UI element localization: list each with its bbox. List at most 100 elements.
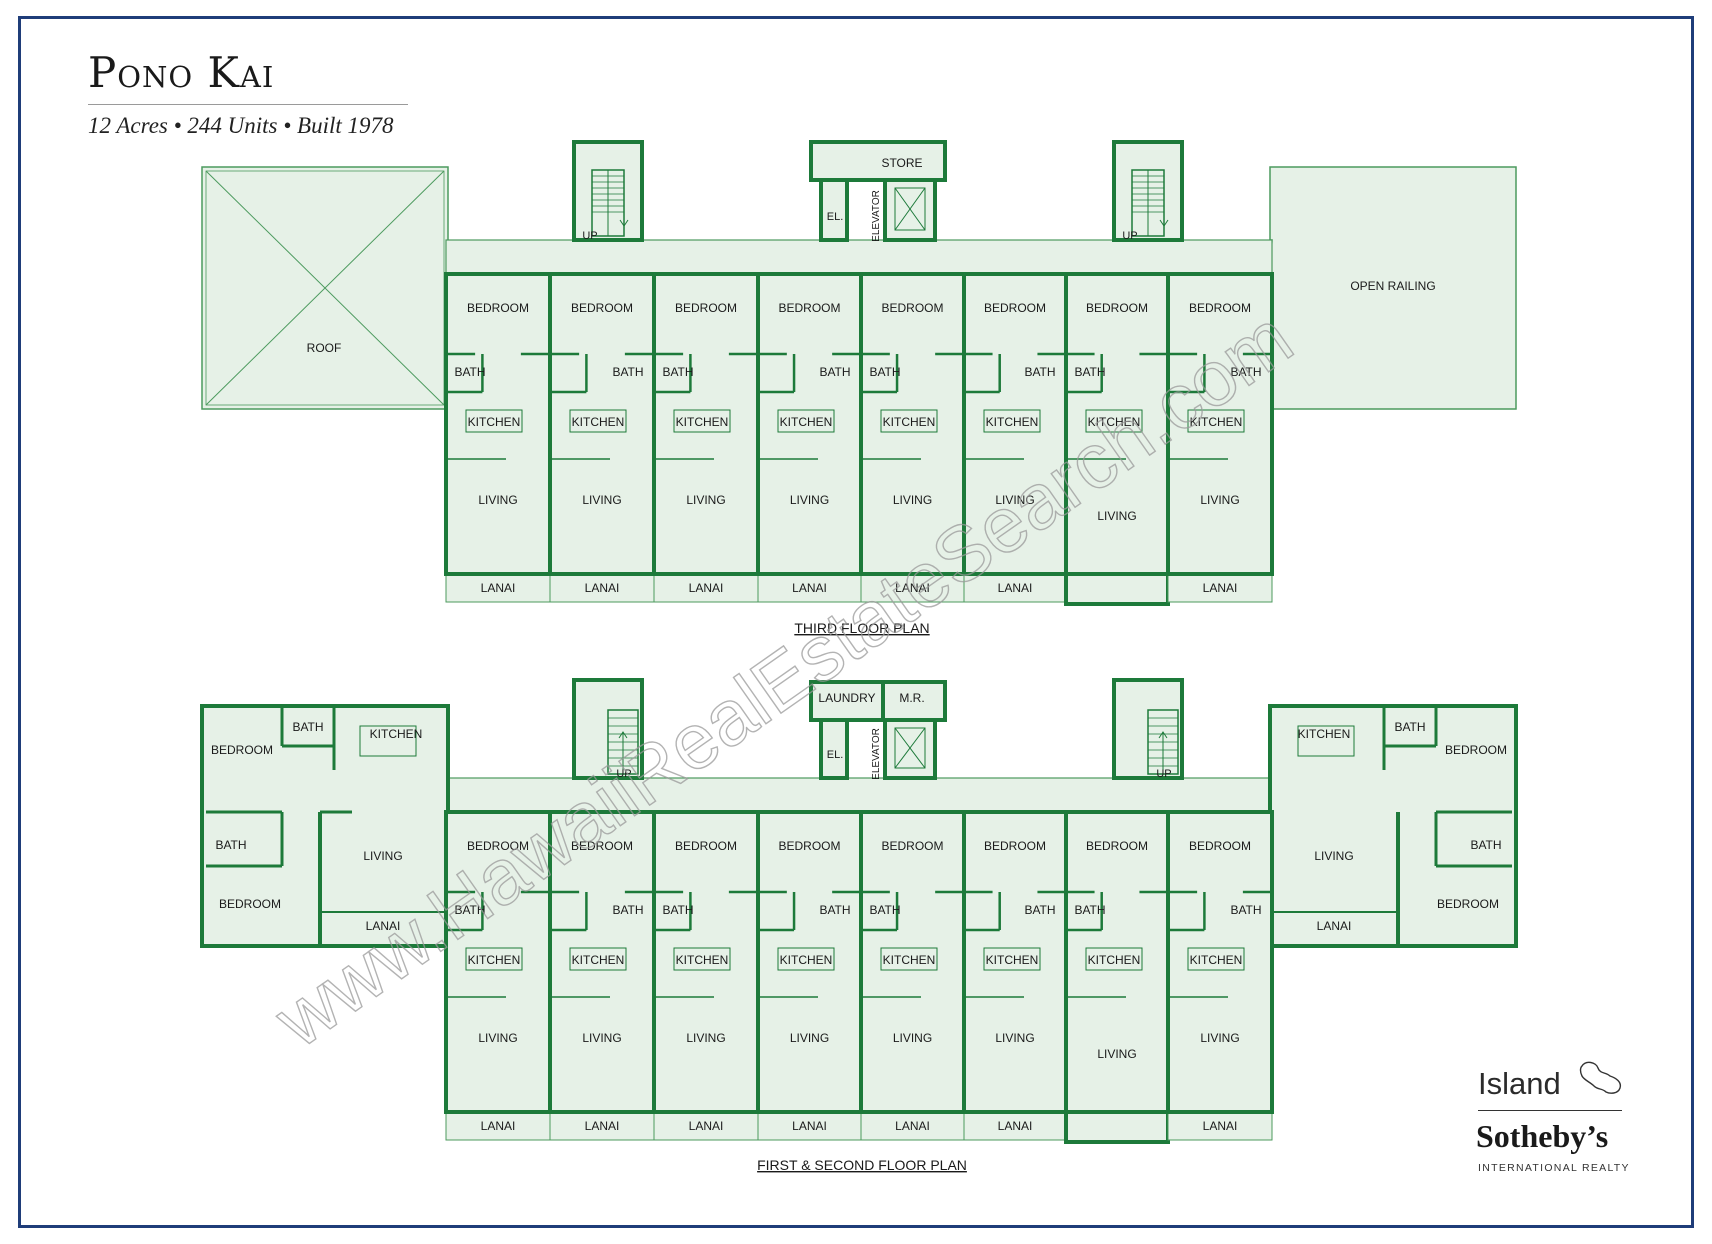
unit-bedroom-label: BEDROOM [467,839,529,853]
roof-area: ROOF [201,166,449,410]
unit-bath-label: BATH [1024,903,1055,917]
unit-living-label: LIVING [1097,509,1136,523]
stair-right-up-label: UP [1122,230,1137,242]
unit-kitchen-label: KITCHEN [883,415,936,429]
unit-living-label: LIVING [582,493,621,507]
unit-kitchen-label: KITCHEN [572,953,625,967]
unit-bath-label: BATH [454,903,485,917]
left-wing-unit: BEDROOM BATH KITCHEN BATH LIVING BEDROOM… [200,704,450,948]
stair-left-lower: UP [572,678,644,780]
first-floor-caption: FIRST & SECOND FLOOR PLAN [757,1157,967,1173]
brand-logo: Island Sotheby’s INTERNATIONAL REALTY [1476,1052,1636,1177]
unit-lanai-label: LANAI [585,1119,620,1133]
left-wing-bath-bottom: BATH [215,838,246,852]
third-floor-plan: ROOF OPEN RAILING UP UP [201,140,1517,636]
unit-lanai-label: LANAI [1203,1119,1238,1133]
unit-living-label: LIVING [790,493,829,507]
first-second-floor-plan: BEDROOM BATH KITCHEN BATH LIVING BEDROOM… [200,678,1518,1173]
unit-bedroom-label: BEDROOM [984,839,1046,853]
left-wing-lanai: LANAI [366,919,401,933]
elevator-label: ELEVATOR [871,190,882,242]
unit-living-label: LIVING [1200,1031,1239,1045]
unit-living-label: LIVING [686,493,725,507]
stair-left: UP [572,140,644,242]
unit-lanai-label: LANAI [689,1119,724,1133]
left-wing-kitchen: KITCHEN [370,727,423,741]
unit-kitchen-label: KITCHEN [986,415,1039,429]
unit-6: BEDROOM BATH KITCHEN LIVING LANAI [962,272,1068,603]
unit-lanai-label: LANAI [689,581,724,595]
unit-bath-label: BATH [612,365,643,379]
unit-bedroom-label: BEDROOM [778,839,840,853]
left-wing-bath-top: BATH [292,720,323,734]
unit-lanai-label: LANAI [481,581,516,595]
island-map-icon [1579,1061,1622,1094]
logo-divider [1478,1110,1622,1111]
unit-kitchen-label: KITCHEN [780,953,833,967]
right-wing-bath-bottom: BATH [1470,838,1501,852]
unit-kitchen-label: KITCHEN [572,415,625,429]
stair-left-lower-up-label: UP [616,768,631,780]
unit-lanai-label: LANAI [481,1119,516,1133]
unit-living-label: LIVING [478,1031,517,1045]
logo-sothebys-text: Sotheby’s [1476,1118,1609,1154]
unit-7: BEDROOM BATH KITCHEN LIVING [1064,272,1170,606]
unit-bedroom-label: BEDROOM [881,839,943,853]
unit-bath-label: BATH [819,365,850,379]
unit-bath-label: BATH [1074,365,1105,379]
unit-bedroom-label: BEDROOM [571,839,633,853]
unit-bath-label: BATH [662,365,693,379]
unit-lanai-label: LANAI [998,581,1033,595]
unit-living-label: LIVING [995,493,1034,507]
logo-island-text: Island [1478,1066,1561,1101]
unit-living-label: LIVING [686,1031,725,1045]
unit-bedroom-label: BEDROOM [675,839,737,853]
unit-kitchen-label: KITCHEN [1088,953,1141,967]
unit-kitchen-label: KITCHEN [883,953,936,967]
laundry-label: LAUNDRY [818,691,875,705]
unit-kitchen-label: KITCHEN [780,415,833,429]
unit-bath-label: BATH [1024,365,1055,379]
unit-lanai-label: LANAI [895,1119,930,1133]
unit-lanai-label: LANAI [895,581,930,595]
el-label-lower: EL. [827,749,844,761]
unit-lanai-label: LANAI [1203,581,1238,595]
unit-kitchen-label: KITCHEN [1088,415,1141,429]
right-wing-lanai: LANAI [1317,919,1352,933]
el-label: EL. [827,211,844,223]
stair-left-up-label: UP [582,230,597,242]
unit-kitchen-label: KITCHEN [468,415,521,429]
unit-bedroom-label: BEDROOM [778,301,840,315]
unit-living-label: LIVING [995,1031,1034,1045]
left-wing-living: LIVING [363,849,402,863]
unit-bath-label: BATH [869,903,900,917]
right-wing-bedroom-top: BEDROOM [1445,743,1507,757]
elevator-label-lower: ELEVATOR [871,728,882,780]
unit-bedroom-label: BEDROOM [675,301,737,315]
unit-bedroom-label: BEDROOM [1086,301,1148,315]
right-wing-bedroom-bottom: BEDROOM [1437,897,1499,911]
unit-bath-label: BATH [1230,365,1261,379]
unit-lanai-label: LANAI [792,1119,827,1133]
right-wing-bath-top: BATH [1394,720,1425,734]
logo-international-text: INTERNATIONAL REALTY [1478,1162,1630,1174]
unit-bedroom-label: BEDROOM [1189,839,1251,853]
unit-bedroom-label: BEDROOM [984,301,1046,315]
stair-right-lower-up-label: UP [1156,768,1171,780]
third-floor-caption: THIRD FLOOR PLAN [794,620,929,636]
page-title: Pono Kai [88,48,275,97]
header: Pono Kai 12 Acres • 244 Units • Built 19… [88,52,408,139]
first-floor-units: BEDROOMBATHKITCHENLIVINGLANAIBEDROOMBATH… [444,810,1274,1144]
